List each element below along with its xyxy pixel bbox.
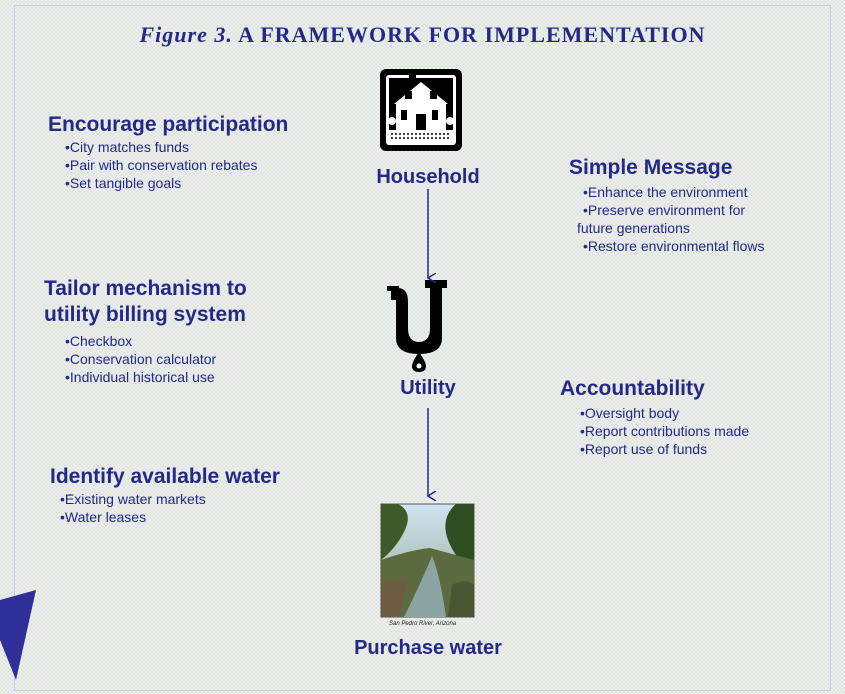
figure-frame xyxy=(14,5,831,691)
list-item: Enhance the environment xyxy=(583,183,748,201)
encourage-list: City matches funds Pair with conservatio… xyxy=(65,138,258,192)
tailor-heading-line1: Tailor mechanism to xyxy=(44,277,247,300)
figure-title-text: A FRAMEWORK FOR IMPLEMENTATION xyxy=(232,22,706,47)
list-item: Restore environmental flows xyxy=(583,237,765,255)
list-item-continued: future generations xyxy=(577,220,690,236)
list-item: Water leases xyxy=(60,508,206,526)
household-label: Household xyxy=(376,166,480,188)
figure-title: Figure 3. A FRAMEWORK FOR IMPLEMENTATION xyxy=(0,22,845,48)
message-list: Enhance the environment Preserve environ… xyxy=(583,183,748,219)
pipe-faucet-icon xyxy=(387,280,447,372)
message-list-cont: future generations xyxy=(577,219,690,237)
message-list-end: Restore environmental flows xyxy=(583,237,765,255)
corner-arrow-graphic xyxy=(0,590,36,680)
list-item: Set tangible goals xyxy=(65,174,257,192)
message-heading: Simple Message xyxy=(569,156,733,179)
list-item: Existing water markets xyxy=(60,490,206,508)
list-item: City matches funds xyxy=(65,138,257,156)
list-item: Oversight body xyxy=(580,404,749,422)
list-item: Pair with conservation rebates xyxy=(65,156,258,174)
identify-list: Existing water markets Water leases xyxy=(60,490,206,526)
tailor-heading-line2: utility billing system xyxy=(44,303,246,326)
accountability-heading: Accountability xyxy=(560,377,705,400)
list-item: Preserve environment for xyxy=(583,201,747,219)
list-item: Conservation calculator xyxy=(65,350,216,368)
identify-heading: Identify available water xyxy=(50,465,280,488)
purchase-water-label: Purchase water xyxy=(354,637,502,659)
figure-number: Figure 3. xyxy=(139,22,233,47)
river-photo xyxy=(380,503,475,618)
list-item: Report use of funds xyxy=(580,440,749,458)
accountability-list: Oversight body Report contributions made… xyxy=(580,404,749,458)
photo-caption: San Pedro River, Arizona xyxy=(389,621,457,627)
list-item: Individual historical use xyxy=(65,368,216,386)
house-icon xyxy=(380,69,462,151)
utility-label: Utility xyxy=(400,377,456,399)
list-item: Checkbox xyxy=(65,332,216,350)
list-item: Report contributions made xyxy=(580,422,749,440)
tailor-list: Checkbox Conservation calculator Individ… xyxy=(65,332,216,386)
encourage-heading: Encourage participation xyxy=(48,113,289,136)
